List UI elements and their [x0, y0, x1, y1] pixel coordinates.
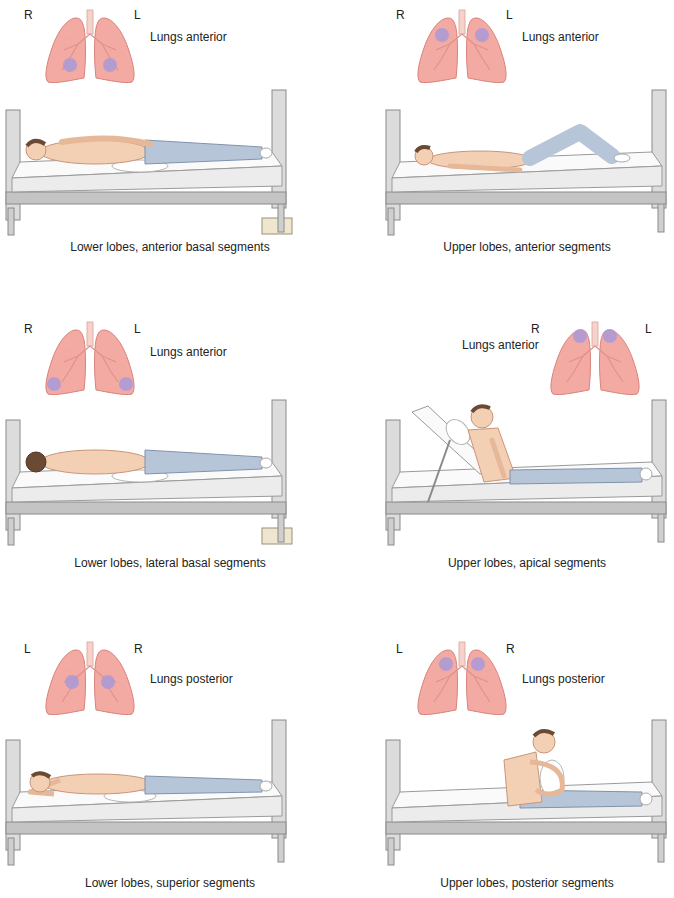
position-caption: Upper lobes, apical segments	[448, 556, 606, 570]
view-label: Lungs anterior	[150, 345, 227, 359]
side-marker: R	[134, 642, 143, 656]
view-label: Lungs posterior	[522, 672, 605, 686]
side-marker: R	[24, 322, 33, 336]
view-label: Lungs posterior	[150, 672, 233, 686]
position-caption: Lower lobes, anterior basal segments	[70, 240, 269, 254]
view-label: Lungs anterior	[150, 30, 227, 44]
side-marker: R	[396, 8, 405, 22]
view-label: Lungs anterior	[522, 30, 599, 44]
side-marker: L	[134, 322, 141, 336]
side-marker: R	[24, 8, 33, 22]
side-marker: L	[396, 642, 403, 656]
side-marker: L	[506, 8, 513, 22]
position-caption: Lower lobes, superior segments	[85, 876, 255, 890]
side-marker: R	[531, 322, 540, 336]
side-marker: L	[134, 8, 141, 22]
position-caption: Upper lobes, anterior segments	[443, 240, 610, 254]
position-caption: Upper lobes, posterior segments	[440, 876, 613, 890]
side-marker: L	[24, 642, 31, 656]
side-marker: L	[645, 322, 652, 336]
view-label: Lungs anterior	[462, 338, 539, 352]
side-marker: R	[506, 642, 515, 656]
position-caption: Lower lobes, lateral basal segments	[74, 556, 265, 570]
